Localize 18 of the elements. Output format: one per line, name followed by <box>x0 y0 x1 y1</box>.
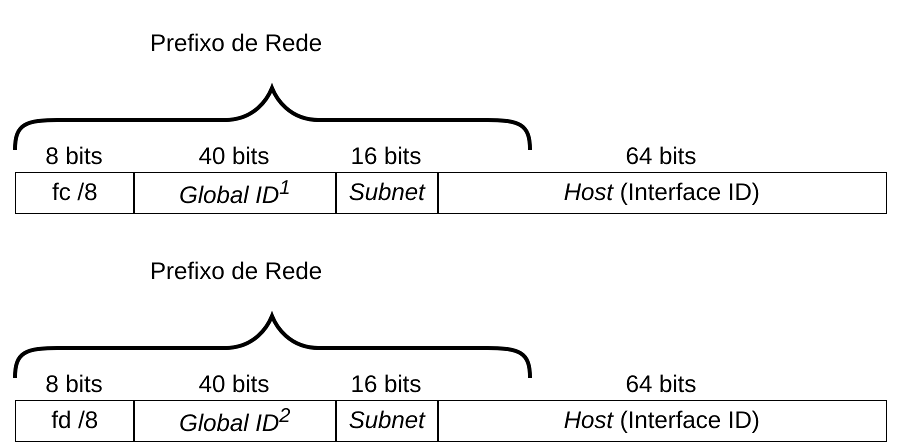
address-field-cell: Subnet <box>335 172 438 214</box>
address-field-cell: Host (Interface ID) <box>437 172 886 214</box>
address-field-cell: fc /8 <box>15 172 134 214</box>
bit-width-label: 16 bits <box>350 371 422 399</box>
address-field-cell: Global ID$^{1}$ <box>133 172 336 214</box>
address-field-cell: fd /8 <box>15 400 134 442</box>
prefix-label: Prefixo de Rede <box>150 258 322 286</box>
bit-width-label: 40 bits <box>198 143 270 171</box>
address-field-cell: Host (Interface ID) <box>437 400 886 442</box>
bit-width-label: 64 bits <box>624 371 698 399</box>
address-field-cell: Subnet <box>335 400 438 442</box>
prefix-label: Prefixo de Rede <box>150 30 322 58</box>
bit-width-label: 40 bits <box>198 371 270 399</box>
bit-width-label: 8 bits <box>44 143 104 171</box>
bit-width-label: 16 bits <box>350 143 422 171</box>
bit-width-label: 64 bits <box>624 143 698 171</box>
bit-width-label: 8 bits <box>44 371 104 399</box>
address-field-cell: Global ID$^{2}$ <box>133 400 336 442</box>
